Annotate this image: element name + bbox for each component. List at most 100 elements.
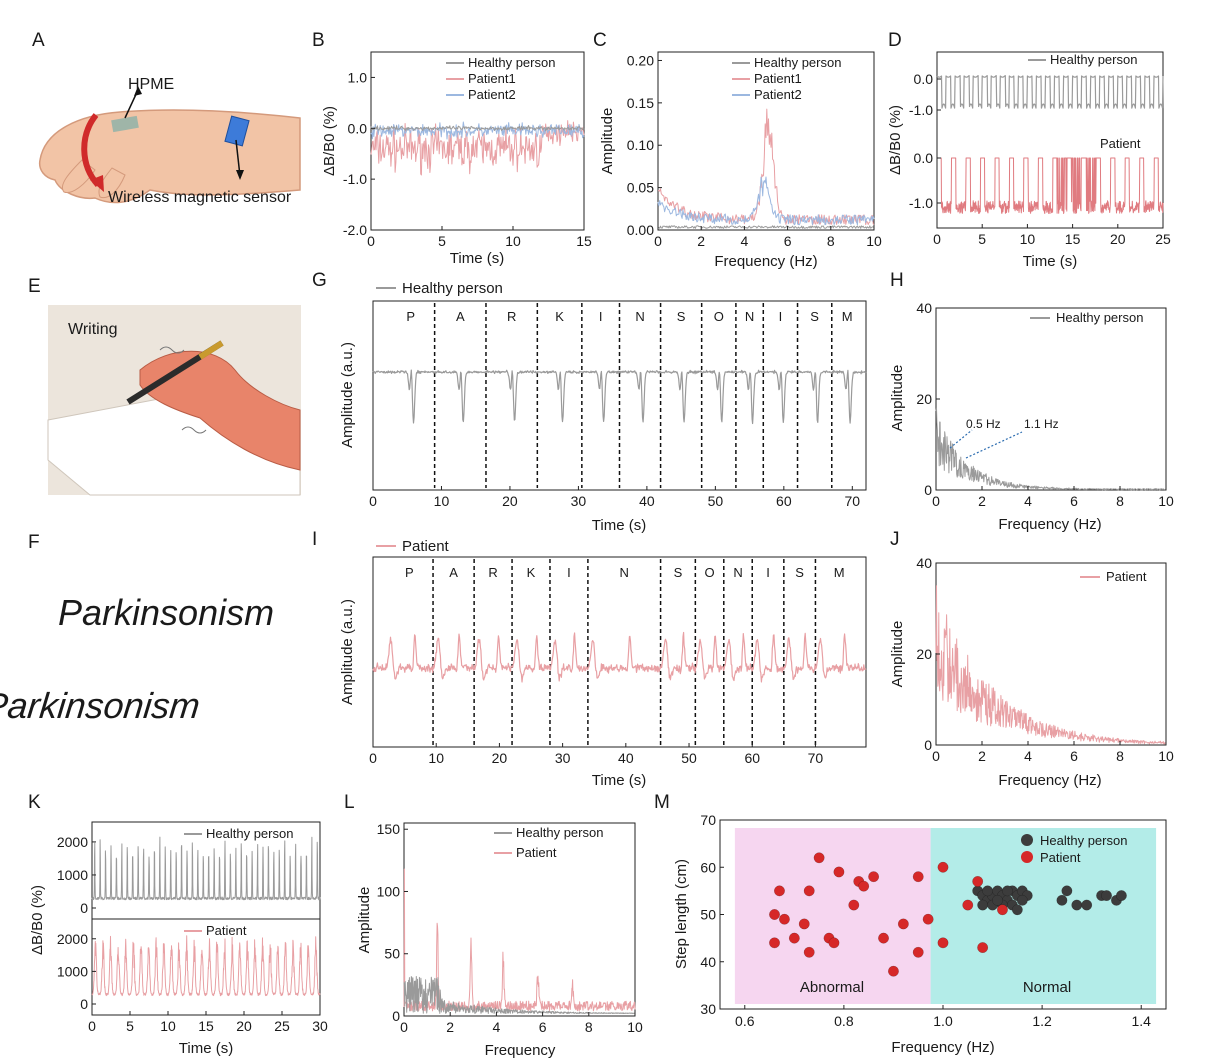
annotation-line-05 xyxy=(949,429,973,449)
series-patient xyxy=(403,868,636,1012)
chart-j-frame xyxy=(935,562,1167,746)
patient-point xyxy=(887,965,899,977)
y-tick-label: 50 xyxy=(384,946,400,962)
chart-g-xlabel: Time (s) xyxy=(592,517,646,534)
legend-j-patient: Patient xyxy=(1106,569,1147,584)
chart-b-frame xyxy=(370,51,585,231)
writing-label: Writing xyxy=(68,321,118,338)
y-tick-label: 40 xyxy=(916,555,932,571)
chart-d-xlabel: Time (s) xyxy=(1023,253,1077,270)
chart-k-series xyxy=(91,836,321,997)
chart-c-yticks: 0.000.050.100.150.20 xyxy=(627,52,662,238)
chart-b-xlabel: Time (s) xyxy=(450,250,504,267)
x-tick-label: 0 xyxy=(932,493,940,509)
letter-label: K xyxy=(555,309,564,324)
chart-j-xlabel: Frequency (Hz) xyxy=(998,772,1101,789)
chart-i-frame xyxy=(372,556,867,748)
panel-label-k: K xyxy=(28,792,41,813)
y-tick-label: 0 xyxy=(80,996,88,1012)
x-tick-label: 10 xyxy=(866,233,882,249)
chart-k-xlabel: Time (s) xyxy=(179,1040,233,1057)
panel-label-b: B xyxy=(312,30,325,51)
patient-point xyxy=(833,866,845,878)
patient-point xyxy=(937,937,949,949)
chart-b-series xyxy=(370,120,585,176)
legend-c-patient2: Patient2 xyxy=(754,87,802,102)
x-tick-label: 2 xyxy=(978,493,986,509)
chart-m-xlabel: Frequency (Hz) xyxy=(891,1039,994,1056)
x-tick-label: 10 xyxy=(1020,231,1036,247)
series-healthy-person xyxy=(403,976,636,1014)
legend-l-patient: Patient xyxy=(516,845,557,860)
x-tick-label: 8 xyxy=(1116,748,1124,764)
letter-label: K xyxy=(527,565,536,580)
panel-label-d: D xyxy=(888,30,902,51)
chart-l-xlabel: Frequency xyxy=(485,1042,556,1059)
series-healthy-person xyxy=(91,836,321,901)
x-tick-label: 8 xyxy=(1116,493,1124,509)
chart-g-ylabel: Amplitude (a.u.) xyxy=(339,342,356,448)
x-tick-label: 10 xyxy=(428,750,444,766)
x-tick-label: 4 xyxy=(1024,748,1032,764)
y-tick-label: 1000 xyxy=(57,963,88,979)
abnormal-region xyxy=(734,828,931,1004)
x-tick-label: 2 xyxy=(978,748,986,764)
x-tick-label: 10 xyxy=(434,493,450,509)
chart-b-ylabel: ΔB/B0 (%) xyxy=(321,106,338,176)
x-tick-label: 5 xyxy=(978,231,986,247)
letter-label: M xyxy=(842,309,853,324)
patient-point xyxy=(798,918,810,930)
x-tick-label: 1.4 xyxy=(1131,1013,1151,1029)
hand-sensor-illustration xyxy=(38,86,301,204)
y-tick-label: 60 xyxy=(700,859,716,875)
sensor-pointer-head xyxy=(236,170,244,180)
healthy-point xyxy=(1071,899,1083,911)
legend-m-patient: Patient xyxy=(1040,850,1081,865)
patient-point xyxy=(848,899,860,911)
annotation-11hz: 1.1 Hz xyxy=(1024,417,1059,431)
y-tick-label: 1.0 xyxy=(348,69,368,85)
y-tick-label: 2000 xyxy=(57,834,88,850)
y-tick-label: 0 xyxy=(924,482,932,498)
x-tick-label: 10 xyxy=(1158,748,1174,764)
finger-2 xyxy=(98,167,126,199)
x-tick-label: 5 xyxy=(438,233,446,249)
letter-label: S xyxy=(677,309,686,324)
y-tick-label: 0.0 xyxy=(914,150,934,166)
x-tick-label: 0 xyxy=(932,748,940,764)
letter-label: A xyxy=(456,309,465,324)
x-tick-label: 20 xyxy=(502,493,518,509)
letter-label: A xyxy=(449,565,458,580)
patient-point xyxy=(828,937,840,949)
annotation-05hz: 0.5 Hz xyxy=(966,417,1001,431)
legend-d-healthy: Healthy person xyxy=(1050,52,1137,67)
legend-dot-patient xyxy=(1021,851,1033,863)
x-tick-label: 70 xyxy=(845,493,861,509)
panel-label-c: C xyxy=(593,30,607,51)
tremor-mark-2 xyxy=(181,426,207,434)
healthy-point xyxy=(982,885,994,897)
chart-g-dividers xyxy=(433,303,833,488)
y-tick-label: 1000 xyxy=(57,867,88,883)
patient-point xyxy=(774,885,785,897)
x-tick-label: 2 xyxy=(697,233,705,249)
y-tick-label: 2000 xyxy=(57,931,88,947)
writing-illustration xyxy=(47,305,301,496)
rotation-arrow-head xyxy=(90,175,104,192)
letter-label: M xyxy=(834,565,845,580)
y-tick-label: 50 xyxy=(700,907,716,923)
y-tick-label: 100 xyxy=(377,883,401,899)
chart-d-ylabel: ΔB/B0 (%) xyxy=(887,105,904,175)
patient-point xyxy=(769,937,780,949)
x-tick-label: 20 xyxy=(236,1018,252,1034)
series-healthy-person xyxy=(657,225,875,229)
chart-g-frame xyxy=(372,300,867,491)
